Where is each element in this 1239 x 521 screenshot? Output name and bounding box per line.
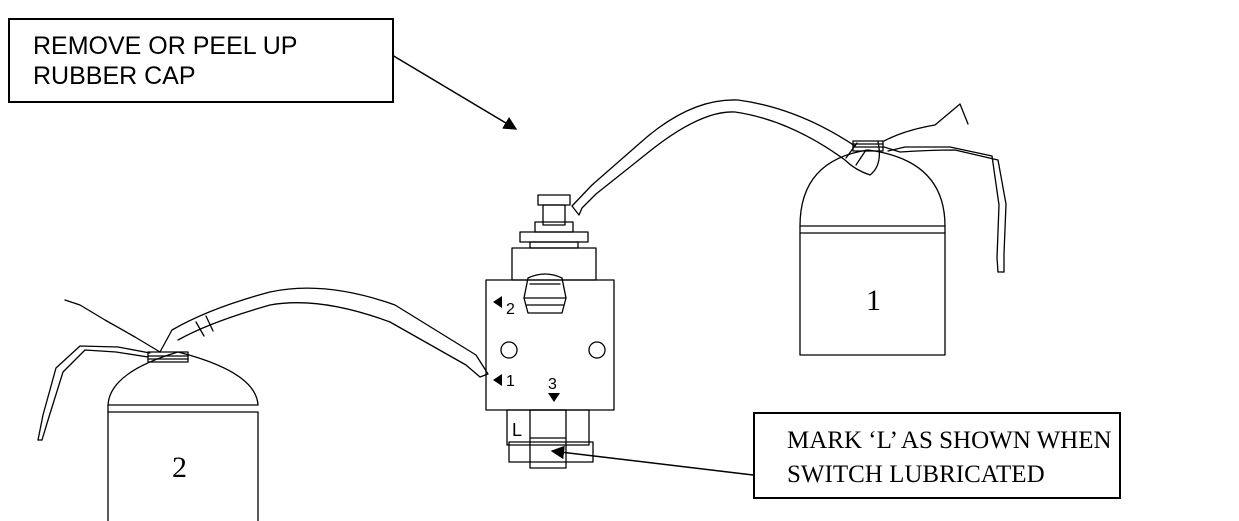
cap-callout-line-1: REMOVE OR PEEL UP: [33, 32, 298, 60]
oil-can-1: [799, 103, 1007, 356]
mark-callout-line-2: SWITCH LUBRICATED: [787, 461, 1045, 488]
rubber-cap: [523, 273, 567, 314]
port-2-marker: [493, 296, 502, 308]
port-1-label: 1: [506, 373, 515, 390]
can-1-label: 1: [866, 284, 881, 317]
mark-callout-line-1: MARK ‘L’ AS SHOWN WHEN: [787, 427, 1112, 454]
switch-body: [485, 194, 615, 469]
can-2-label: 2: [172, 451, 187, 484]
port-3-label: 3: [548, 376, 557, 393]
cap-callout-line-2: RUBBER CAP: [33, 62, 196, 90]
mark-l-callout: MARK ‘L’ AS SHOWN WHEN SWITCH LUBRICATED: [753, 412, 1121, 499]
lubricated-mark-label: L: [512, 420, 522, 440]
port-3-marker: [548, 393, 560, 402]
cap-leader-arrow: [391, 54, 518, 130]
port-2-label: 2: [506, 301, 515, 318]
oil-can-1-spout: [571, 99, 881, 216]
oil-can-2-spout: [159, 287, 489, 378]
oil-can-2: [37, 299, 259, 521]
port-1-marker: [493, 374, 502, 386]
remove-cap-callout: REMOVE OR PEEL UP RUBBER CAP: [8, 18, 394, 103]
mark-leader-arrow: [550, 445, 754, 476]
